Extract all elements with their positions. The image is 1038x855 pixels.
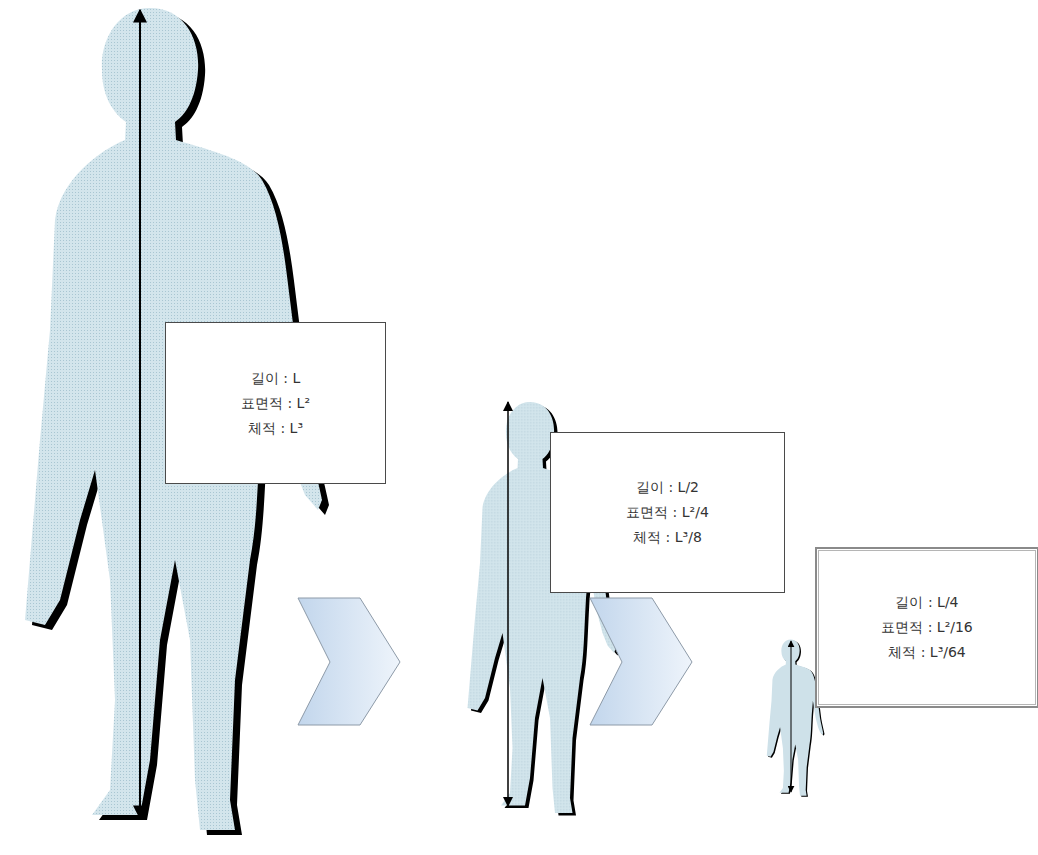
measure-box: 길이 : L/4표면적 : L²/16체적 : L³/64 xyxy=(815,547,1038,708)
measure-text: 표면적 : L² xyxy=(241,391,310,416)
measure-box: 길이 : L표면적 : L²체적 : L³ xyxy=(165,322,386,484)
measure-text: 체적 : L³/8 xyxy=(633,525,702,550)
measure-text: 체적 : L³ xyxy=(248,416,303,441)
measure-text: 표면적 : L²/4 xyxy=(626,500,709,525)
measure-text: 길이 : L/4 xyxy=(895,590,958,615)
measure-text: 길이 : L/2 xyxy=(636,475,699,500)
measure-text: 길이 : L xyxy=(251,366,300,391)
measure-text: 표면적 : L²/16 xyxy=(881,615,973,640)
block-arrow xyxy=(298,598,400,725)
height-arrow xyxy=(507,402,509,806)
measure-box: 길이 : L/2표면적 : L²/4체적 : L³/8 xyxy=(550,432,785,593)
height-arrow xyxy=(139,10,141,818)
height-arrow xyxy=(791,641,792,792)
measure-text: 체적 : L³/64 xyxy=(888,640,966,665)
block-arrow xyxy=(590,598,692,725)
